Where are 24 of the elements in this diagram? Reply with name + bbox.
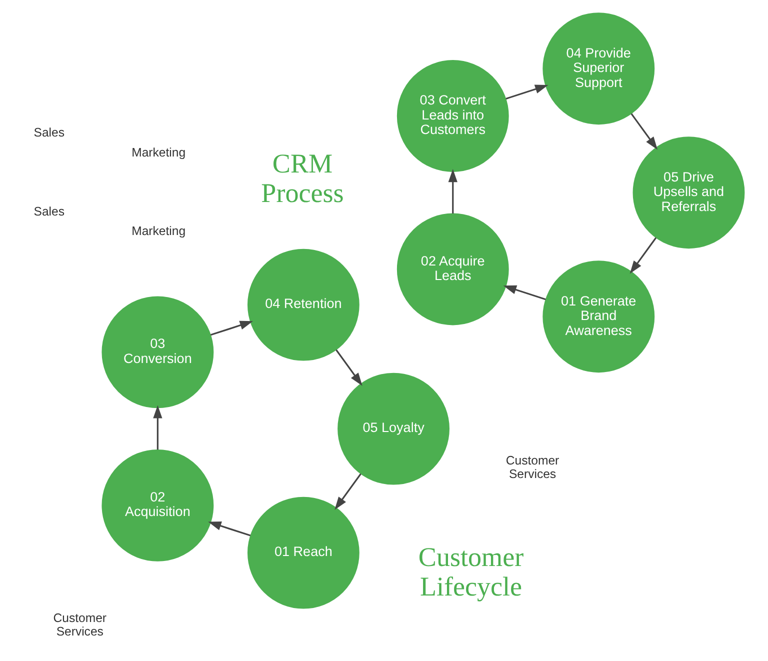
arrow — [153, 405, 162, 450]
node-circle: 02 Acquire Leads — [396, 213, 509, 326]
arrow — [334, 473, 362, 510]
arrow — [506, 84, 548, 100]
label: Customer Lifecycle — [418, 542, 524, 602]
label: Sales — [34, 126, 64, 140]
node-circle: 03 Conversion — [102, 296, 214, 408]
label: Marketing — [132, 224, 186, 238]
node-circle: 04 Retention — [247, 248, 360, 361]
label: Customer Services — [506, 453, 560, 481]
node-circle: 04 Provide Superior Support — [542, 12, 655, 125]
arrow — [630, 113, 658, 150]
label: Marketing — [132, 145, 186, 160]
label: CRM Process — [261, 148, 344, 208]
arrow — [448, 169, 458, 214]
label: Customer Services — [53, 610, 106, 638]
node-circle: 02 Acquisition — [102, 449, 214, 562]
label: Sales — [34, 204, 64, 218]
arrow — [630, 237, 657, 274]
arrow — [208, 522, 251, 536]
arrow — [336, 349, 362, 386]
arrow — [210, 320, 253, 336]
arrow — [503, 285, 546, 300]
node-circle: 03 Convert Leads into Customers — [396, 60, 509, 172]
